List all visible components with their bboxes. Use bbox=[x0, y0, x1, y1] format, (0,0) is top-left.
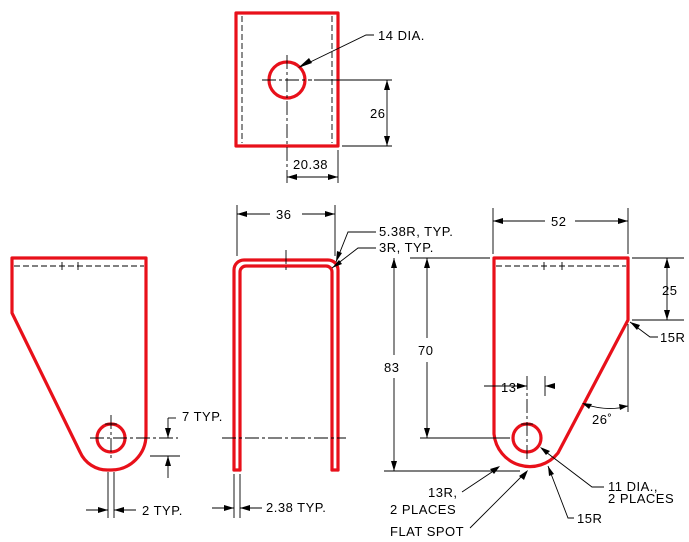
dim-2-arrow-left bbox=[98, 507, 108, 513]
hole-dia-arrow bbox=[298, 58, 312, 68]
boss-13r-label-1: 13R, bbox=[428, 485, 457, 500]
u-channel-inner bbox=[238, 264, 334, 472]
dim-70-arrow-top bbox=[424, 258, 430, 268]
hole-11-arrow bbox=[540, 447, 550, 455]
top-view-outline bbox=[234, 11, 340, 148]
dim-52-label: 52 bbox=[551, 214, 566, 229]
right-side-view: 52 25 15R 70 83 13 bbox=[384, 208, 685, 539]
boss-13r-label-2: 2 PLACES bbox=[390, 502, 456, 517]
right-view-outline bbox=[492, 256, 630, 469]
bend-inner-leader bbox=[331, 247, 376, 269]
hole-11-label-2: 2 PLACES bbox=[608, 491, 674, 506]
top-view: 14 DIA. 26 20.38 bbox=[234, 11, 425, 183]
hole-dia-leader bbox=[299, 34, 374, 68]
dim-36-label: 36 bbox=[276, 207, 291, 222]
dim-238-label: 2.38 TYP. bbox=[266, 500, 326, 515]
boss-13r-leader bbox=[461, 467, 499, 493]
bend-outer-arrow bbox=[336, 251, 342, 262]
hole-11-leader bbox=[541, 448, 604, 488]
dim-26-arrow-bottom bbox=[384, 136, 390, 146]
dim-83-arrow-top bbox=[391, 258, 397, 268]
dim-13-arrow-left bbox=[517, 383, 527, 389]
radius-15r-top-label: 15R bbox=[660, 330, 685, 345]
dim-2038-arrow-right bbox=[328, 174, 338, 180]
dim-25-label: 25 bbox=[662, 283, 677, 298]
dim-70-arrow-bottom bbox=[424, 428, 430, 438]
dim-52-arrow-left bbox=[493, 218, 503, 224]
radius-15r-bottom-label: 15R bbox=[577, 511, 602, 526]
flat-spot-leader bbox=[469, 471, 527, 529]
boss-13r-arrow bbox=[490, 466, 500, 474]
dim-52-arrow-right bbox=[618, 218, 628, 224]
u-channel-outer bbox=[232, 258, 340, 472]
angle-label: 26˚ bbox=[592, 412, 612, 427]
dim-7-arrow-top bbox=[165, 428, 171, 438]
dim-7-arrow-bottom bbox=[165, 456, 171, 466]
dim-2038-arrow-left bbox=[287, 174, 297, 180]
dim-36-arrow-right bbox=[325, 211, 335, 217]
angle-arrow-right bbox=[619, 404, 628, 410]
left-view-outline bbox=[10, 256, 148, 472]
dim-2038-label: 20.38 bbox=[293, 157, 328, 172]
dim-83-arrow-bottom bbox=[391, 461, 397, 471]
hole-11-label-1: 11 DIA., bbox=[608, 479, 658, 494]
front-view: 36 5.38R, TYP. 3R, TYP. 2.38 TYP. bbox=[212, 205, 453, 518]
dim-70-label: 70 bbox=[418, 343, 433, 358]
dim-238-arrow-left bbox=[224, 505, 234, 511]
dim-238-arrow-right bbox=[240, 505, 250, 511]
radius-15r-top-arrow bbox=[630, 322, 640, 330]
radius-15r-bottom-arrow bbox=[548, 466, 554, 476]
bend-inner-arrow bbox=[332, 260, 342, 268]
dim-13-label: 13 bbox=[501, 380, 516, 395]
dim-36-arrow-left bbox=[237, 211, 247, 217]
dim-83-label: 83 bbox=[384, 360, 399, 375]
radius-15r-bottom-leader bbox=[547, 465, 574, 519]
bend-inner-label: 3R, TYP. bbox=[379, 240, 434, 255]
dim-25-arrow-top bbox=[664, 258, 670, 268]
bend-outer-leader bbox=[335, 231, 376, 263]
dim-2-label: 2 TYP. bbox=[142, 503, 183, 518]
left-side-view: 7 TYP. 2 TYP. bbox=[10, 256, 223, 518]
angle-arrow-left bbox=[582, 403, 592, 409]
bend-outer-label: 5.38R, TYP. bbox=[379, 224, 453, 239]
hole-dia-label: 14 DIA. bbox=[378, 28, 425, 43]
flat-spot-arrow bbox=[519, 470, 528, 480]
dim-25-arrow-bottom bbox=[664, 310, 670, 320]
dim-26-arrow-top bbox=[384, 80, 390, 90]
dim-2-arrow-right bbox=[114, 507, 124, 513]
flat-spot-label: FLAT SPOT bbox=[390, 524, 464, 539]
dim-13-arrow-right bbox=[545, 383, 555, 389]
dim-7-label: 7 TYP. bbox=[182, 409, 223, 424]
dim-26-label: 26 bbox=[370, 106, 385, 121]
